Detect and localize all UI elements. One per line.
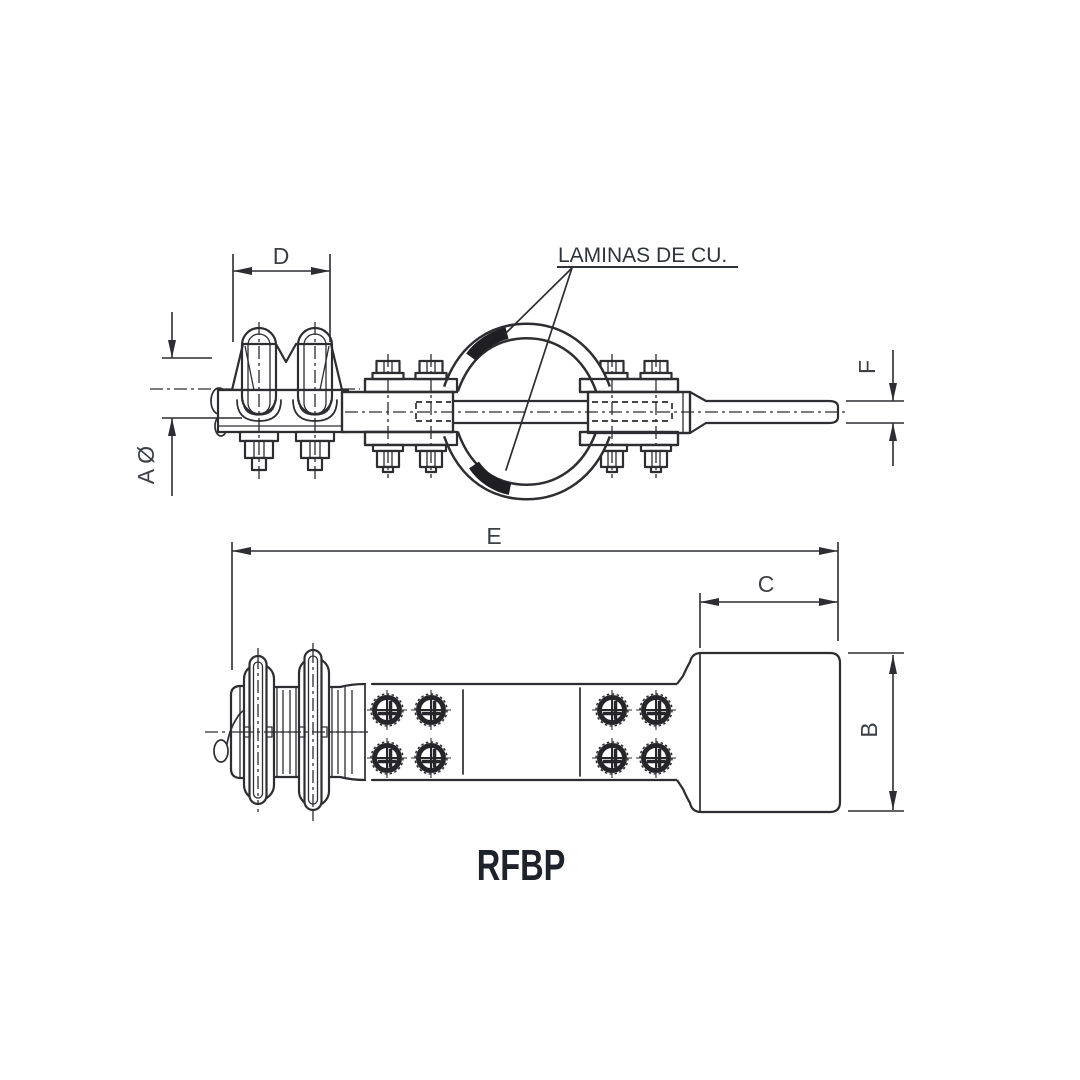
dimension-c-label: C — [758, 571, 775, 597]
arrow-down-icon — [168, 340, 176, 358]
copper-laminate-loop — [442, 322, 611, 501]
laminate-highlight-lower — [469, 461, 512, 495]
arrow-right-icon — [819, 547, 838, 555]
dimension-d-label: D — [273, 243, 290, 269]
dimension-a-label: A Ø — [133, 446, 159, 484]
hidden-tongue-right — [592, 401, 672, 422]
callout-laminas: LAMINAS DE CU. — [504, 244, 738, 471]
cable-clamp-side — [216, 322, 350, 480]
bolt-plan — [592, 738, 632, 778]
bolt-group-1 — [367, 690, 451, 778]
flat-bar-plan — [370, 682, 679, 782]
product-code-title: RFBP — [477, 841, 566, 890]
dimension-e: E — [231, 523, 839, 670]
terminal-pad-plan — [676, 651, 842, 814]
dimension-b: B — [848, 652, 904, 812]
bolt-plan — [636, 738, 676, 778]
hidden-tongue-left — [416, 401, 451, 422]
bolt-plan — [636, 690, 676, 730]
bolt-plan — [411, 690, 451, 730]
arrow-up-icon — [168, 418, 176, 436]
dimension-b-label: B — [856, 722, 882, 737]
arrow-up-icon — [889, 655, 897, 674]
arrow-right-icon — [311, 267, 330, 275]
dimension-c: C — [699, 571, 838, 648]
arrow-right-icon — [819, 598, 838, 606]
bolt-plan — [592, 690, 632, 730]
dimension-f-label: F — [854, 360, 880, 374]
product-code-text: RFBP — [477, 841, 566, 890]
dimension-d: D — [232, 243, 331, 342]
splice-left-side — [340, 359, 459, 474]
arrow-left-icon — [700, 598, 719, 606]
arrow-left-icon — [232, 547, 251, 555]
side-view: D A Ø F LAMINAS DE CU. — [133, 243, 904, 501]
bolt-plan — [367, 738, 407, 778]
arrow-down-icon — [889, 791, 897, 810]
laminate-highlight-upper — [466, 327, 509, 361]
plan-view: E C B — [205, 523, 904, 821]
bolt-group-2 — [592, 690, 676, 778]
arrow-down-icon — [889, 383, 897, 401]
bolt-plan — [367, 690, 407, 730]
arrow-up-icon — [889, 423, 897, 441]
dimension-f: F — [846, 350, 904, 466]
dimension-e-label: E — [486, 523, 501, 549]
callout-leader-lines — [504, 267, 573, 471]
cable-clamp-plan — [229, 648, 368, 812]
dimension-a: A Ø — [133, 312, 242, 496]
bolt-plan — [411, 738, 451, 778]
split-ring-pin-plan — [213, 709, 246, 763]
callout-label: LAMINAS DE CU. — [558, 244, 727, 267]
arrow-left-icon — [233, 267, 252, 275]
